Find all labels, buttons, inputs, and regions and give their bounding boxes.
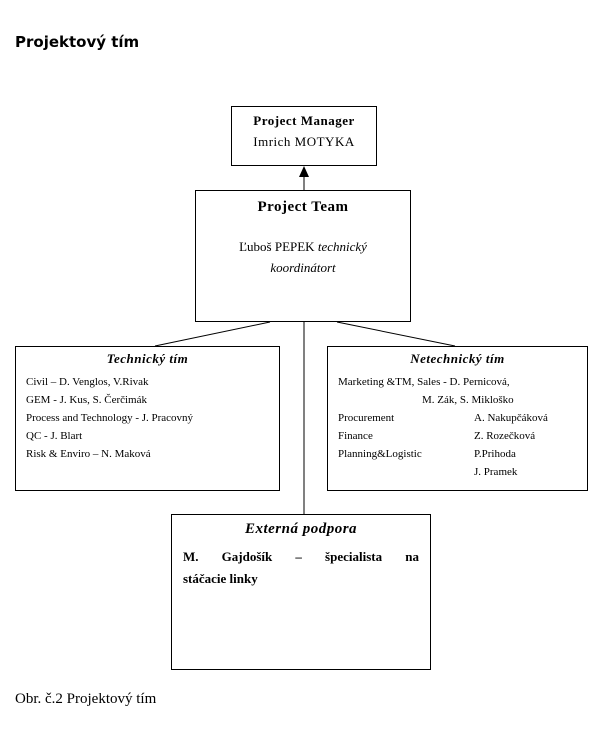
list-item: Process and Technology - J. Pracovný: [26, 412, 194, 424]
project-manager-title: Project Manager: [253, 113, 355, 128]
external-support-box: Externá podpora M. Gajdošík – špecialist…: [171, 514, 431, 670]
figure-caption: Obr. č.2 Projektový tím: [15, 691, 157, 707]
project-manager-name: Imrich MOTYKA: [253, 134, 355, 149]
list-item: M. Zák, S. Mikloško: [422, 394, 514, 406]
external-support-word: Gajdošík: [221, 549, 273, 564]
list-item-label: Planning&Logistic: [338, 448, 422, 460]
list-item-value: A. Nakupčáková: [474, 412, 548, 424]
external-support-line2: stáčacie linky: [183, 571, 258, 586]
external-support-word: na: [405, 549, 419, 564]
list-item: Risk & Enviro – N. Maková: [26, 448, 151, 460]
technical-team-list: Civil – D. Venglos, V.Rivak GEM - J. Kus…: [26, 373, 279, 463]
non-technical-team-list: Marketing &TM, Sales - D. Pernicová, M. …: [338, 373, 587, 483]
external-support-title: Externá podpora: [244, 521, 358, 537]
non-technical-team-box: Netechnický tím Marketing &TM, Sales - D…: [327, 346, 588, 491]
list-item: GEM - J. Kus, S. Čerčimák: [26, 394, 147, 406]
external-support-word: –: [295, 549, 302, 564]
list-item-value: Z. Rozečková: [474, 430, 536, 442]
project-manager-box: Project Manager Imrich MOTYKA: [231, 106, 377, 166]
project-team-coordinator-name: Ľuboš PEPEK: [239, 239, 315, 254]
non-technical-team-title: Netechnický tím: [410, 351, 505, 366]
external-support-word: M.: [183, 549, 199, 564]
list-item-value: P.Prihoda: [474, 448, 516, 460]
technical-team-title: Technický tím: [106, 351, 189, 366]
connector-team-to-technical: [154, 321, 271, 347]
technical-team-box: Technický tím Civil – D. Venglos, V.Riva…: [15, 346, 280, 491]
list-item-label: Finance: [338, 430, 373, 442]
external-support-body: M. Gajdošík – špecialista na stáčacie li…: [183, 546, 419, 590]
list-item: QC - J. Blart: [26, 430, 83, 442]
list-item-label: Procurement: [338, 412, 395, 424]
project-team-box: Project Team Ľuboš PEPEK technický koord…: [195, 190, 411, 322]
project-team-coordinator-role: technický koordinátort: [270, 239, 367, 275]
list-item-value: J. Pramek: [474, 466, 518, 478]
list-item: Civil – D. Venglos, V.Rivak: [26, 376, 149, 388]
external-support-word: špecialista: [325, 549, 383, 564]
connector-team-to-nontechnical: [336, 321, 456, 347]
list-item: Marketing &TM, Sales - D. Pernicová,: [338, 376, 510, 388]
project-team-description: Ľuboš PEPEK technický koordinátort: [196, 236, 410, 278]
project-team-title: Project Team: [257, 199, 349, 215]
arrowhead-up: [299, 166, 309, 177]
page-heading: Projektový tím: [15, 33, 140, 51]
